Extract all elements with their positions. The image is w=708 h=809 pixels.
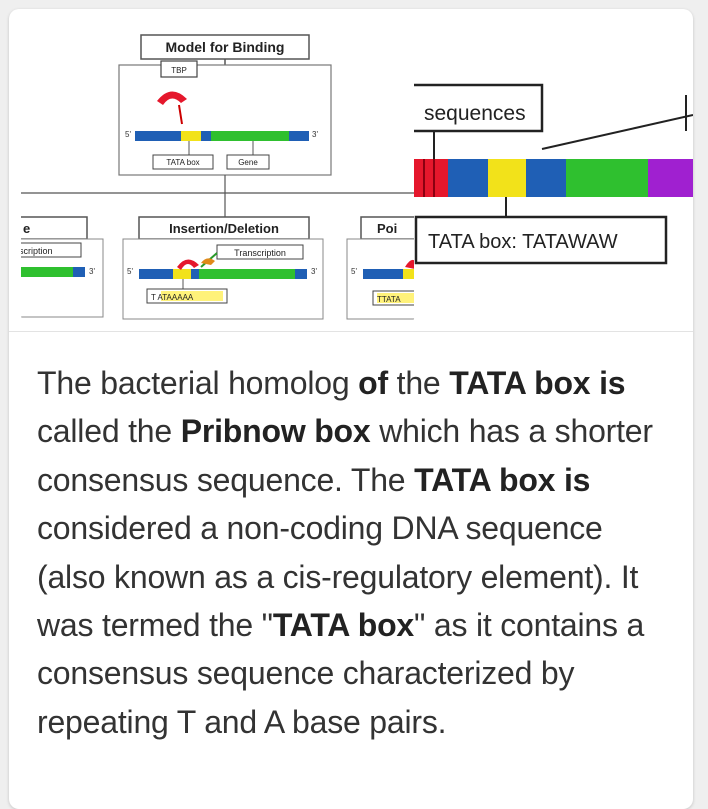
svg-text:5': 5' (127, 267, 133, 276)
title-model-for-binding: Model for Binding (166, 39, 285, 55)
tata-box-label: TATA box (166, 158, 199, 167)
polymerase-icon (201, 258, 215, 265)
svg-text:scription: scription (21, 246, 53, 256)
svg-text:3': 3' (89, 267, 95, 276)
svg-text:TTATA: TTATA (377, 295, 401, 304)
svg-text:3': 3' (312, 130, 318, 139)
image-thumbnail-binding-model[interactable]: Model for Binding TBP 5' 3' (21, 21, 415, 323)
sequences-label: sequences (424, 102, 526, 125)
featured-snippet-text: The bacterial homolog of the TATA box is… (37, 365, 653, 740)
tata-consensus-label: TATA box: TATAWAW (428, 231, 618, 253)
transcription-label: Transcription (234, 248, 286, 258)
svg-text:e: e (23, 221, 30, 236)
divider (9, 331, 693, 332)
tbp-label: TBP (171, 66, 187, 75)
svg-text:5': 5' (125, 130, 131, 139)
svg-text:5': 5' (351, 267, 357, 276)
binding-model-diagram: Model for Binding TBP 5' 3' (21, 34, 415, 320)
image-thumbnail-tata-consensus[interactable]: sequences TATA box: TATAWAW (414, 21, 693, 323)
search-result-card: Model for Binding TBP 5' 3' (9, 9, 693, 809)
svg-text:Poi: Poi (377, 221, 397, 236)
insertion-deletion-title: Insertion/Deletion (169, 221, 279, 236)
tata-consensus-diagram: sequences TATA box: TATAWAW (414, 83, 693, 265)
tbp-protein-icon (177, 259, 199, 270)
tbp-protein-icon (157, 91, 187, 105)
insertion-sequence: T ATAAAAA (151, 293, 194, 302)
svg-text:3': 3' (311, 267, 317, 276)
gene-label: Gene (238, 158, 258, 167)
image-carousel[interactable]: Model for Binding TBP 5' 3' (9, 9, 693, 331)
